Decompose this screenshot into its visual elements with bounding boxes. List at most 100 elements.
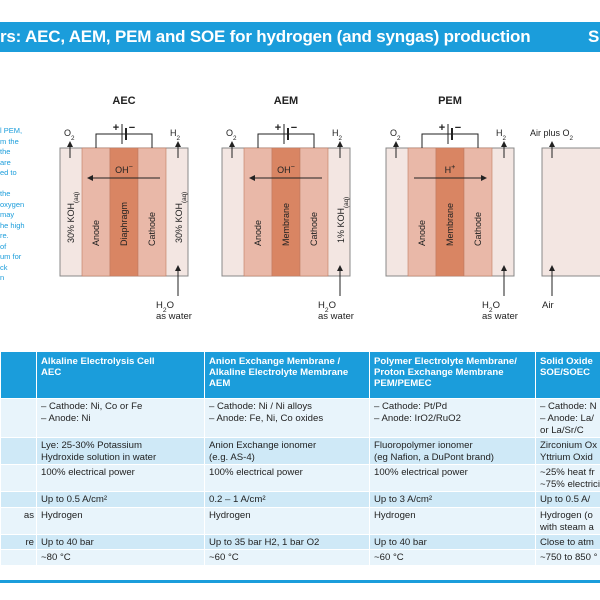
table-cell: as <box>0 507 37 535</box>
table-cell: 0.2 – 1 A/cm² <box>204 491 370 508</box>
cell-line: ~25% heat fr <box>540 467 595 478</box>
cell-title-pem: PEM <box>438 95 462 107</box>
cell-line: Fluoropolymer ionomer <box>374 440 473 451</box>
cell-line: Up to 0.5 A/cm² <box>41 494 108 505</box>
table-cell: 100% electrical power <box>369 464 536 492</box>
table-cell: re <box>0 534 37 550</box>
right-gas-label: H2 <box>496 128 507 142</box>
cell-line: Yttrium Oxid <box>540 452 593 463</box>
table-cell: 100% electrical power <box>204 464 370 492</box>
right-gas-label: H2 <box>332 128 343 142</box>
cell-line: Up to 3 A/cm² <box>374 494 433 505</box>
table-cell: – Cathode: Pt/Pd– Anode: IrO2/RuO2 <box>369 398 536 438</box>
cell-line: 0.2 – 1 A/cm² <box>209 494 266 505</box>
sidebar-line: ck <box>0 262 8 272</box>
cell-layer-anode <box>243 147 273 277</box>
header-line: AEC <box>41 367 62 378</box>
sidebar-line: n <box>0 273 5 282</box>
power-wire <box>257 133 315 148</box>
header-line: AEM <box>209 378 231 389</box>
input-label: H2O <box>156 300 174 314</box>
cell-line <box>5 401 34 413</box>
cell-line: – Cathode: Ni / Ni alloys <box>209 401 312 412</box>
header-line: Alkaline Electrolysis Cell <box>41 356 155 367</box>
cell-layer-cathode <box>463 147 493 277</box>
cell-layer-cathode <box>299 147 329 277</box>
title-banner: rs: AEC, AEM, PEM and SOE for hydrogen (… <box>0 22 600 52</box>
cell-line: Close to atm <box>540 537 594 548</box>
table-cell: Up to 0.5 A/cm² <box>36 491 205 508</box>
table-header-cell: Polymer Electrolyte Membrane/Proton Exch… <box>369 352 536 399</box>
cell-line <box>5 440 34 452</box>
layer-label: Membrane <box>281 203 291 246</box>
cell-line: Hydrogen (o <box>540 510 593 521</box>
table-cell: Up to 35 bar H2, 1 bar O2 <box>204 534 370 550</box>
cell-line: ~75% electrici <box>540 479 600 490</box>
ion-label: OH− <box>115 162 133 176</box>
table-cell <box>0 398 37 438</box>
cell-layer-anode <box>407 147 437 277</box>
input-label: as water <box>482 311 518 322</box>
cell-line: – Cathode: Pt/Pd <box>374 401 448 412</box>
table-cell: Up to 3 A/cm² <box>369 491 536 508</box>
table-header-cell: Anion Exchange Membrane /Alkaline Electr… <box>204 352 370 399</box>
table-cell: – Cathode: N– Anode: La/ or La/Sr/C <box>535 398 600 438</box>
table-cell: ~60 °C <box>204 549 370 565</box>
cell-line <box>5 494 34 506</box>
cell-line: ~750 to 850 ° <box>540 552 598 563</box>
header-line: Anion Exchange Membrane / <box>209 356 341 367</box>
ion-label: OH− <box>277 162 295 176</box>
cell-line: Zirconium Ox <box>540 440 598 451</box>
table-cell: 100% electrical power <box>36 464 205 492</box>
cell-layer-membrane <box>271 147 301 277</box>
cell-housing <box>541 147 600 277</box>
cell-title-aem: AEM <box>274 95 298 107</box>
cell-layer-anode <box>81 147 111 277</box>
input-label: H2O <box>318 300 336 314</box>
table-cell: Hydrogen <box>36 507 205 535</box>
layer-label: Cathode <box>473 212 483 246</box>
cell-title-aec: AEC <box>112 95 135 107</box>
cell-line: (eg Nafion, a DuPont brand) <box>374 452 494 463</box>
input-label: Air <box>542 300 554 311</box>
layer-label: Anode <box>91 220 101 246</box>
cell-line: Hydrogen <box>41 510 83 521</box>
cell-line: as <box>23 510 34 521</box>
sidebar-line: may <box>0 210 15 219</box>
table-row: Up to 0.5 A/cm² 0.2 – 1 A/cm² Up to 3 A/cm… <box>0 491 600 508</box>
left-gas-label: O2 <box>64 128 75 142</box>
table-cell <box>0 549 37 565</box>
sidebar-line: re. <box>0 231 9 240</box>
header-line: SOE/SOEC <box>540 367 591 378</box>
cell-line: ~80 °C <box>41 552 71 563</box>
input-label: H2O <box>482 300 500 314</box>
sidebar-line: l PEM, <box>0 126 23 135</box>
right-electrolyte-label: 30% KOH(aq) <box>174 192 188 243</box>
table-cell <box>0 491 37 508</box>
cell-line <box>5 467 34 479</box>
table-cell: Hydrogen <box>204 507 370 535</box>
cell-line: or La/Sr/C <box>540 425 584 436</box>
table-cell: Up to 40 bar <box>369 534 536 550</box>
left-gas-label: O2 <box>226 128 237 142</box>
right-electrolyte-label: 1% KOH(aq) <box>336 197 350 243</box>
cell-line <box>5 552 34 564</box>
sidebar-line: the <box>0 147 11 156</box>
sidebar-line: ed to <box>0 168 17 177</box>
ion-label: H+ <box>445 162 456 176</box>
input-label: as water <box>318 311 354 322</box>
plus-terminal: + <box>439 122 445 134</box>
input-label: as water <box>156 311 192 322</box>
cell-line: – Anode: IrO2/RuO2 <box>374 413 461 424</box>
cell-line: 100% electrical power <box>41 467 135 478</box>
cell-line: Anion Exchange ionomer <box>209 440 317 451</box>
plus-terminal: + <box>113 122 119 134</box>
header-line: Alkaline Electrolyte Membrane <box>209 367 349 378</box>
table-cell: – Cathode: Ni, Co or Fe– Anode: Ni <box>36 398 205 438</box>
